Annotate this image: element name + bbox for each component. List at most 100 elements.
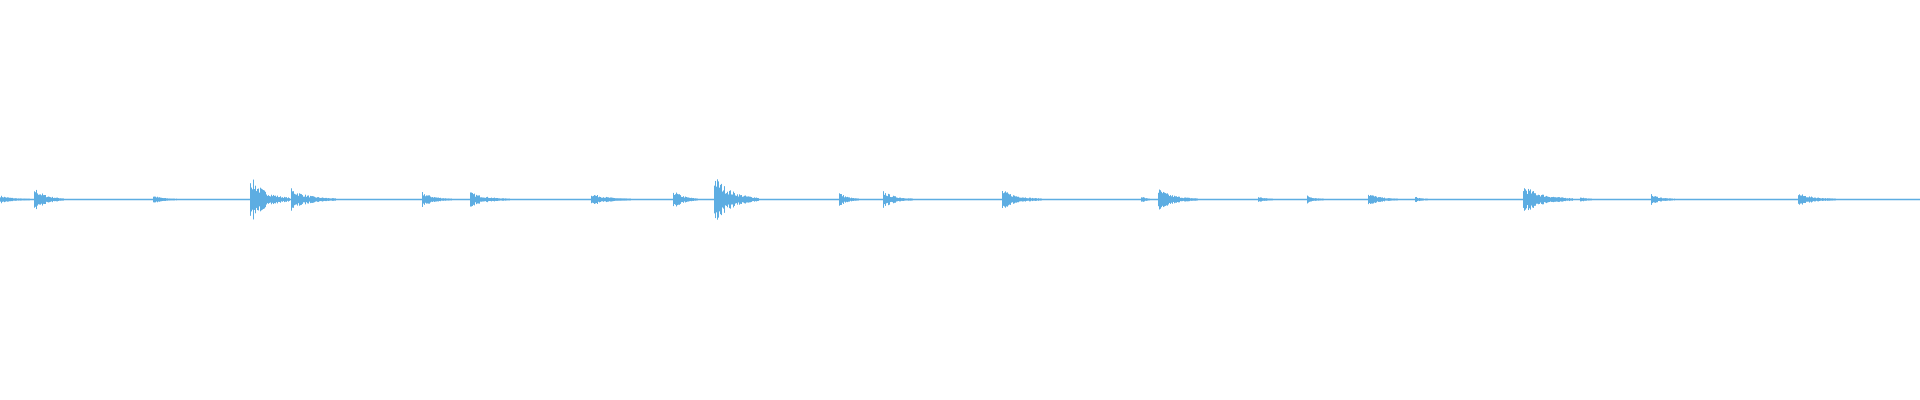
waveform-sample [1588,198,1589,201]
waveform-sample [1825,198,1826,201]
waveform-sample [1270,198,1271,201]
waveform-sample [1144,197,1145,202]
waveform-sample [1378,197,1379,202]
waveform-sample [10,197,11,202]
waveform-sample [1374,196,1375,203]
waveform-sample [431,197,432,202]
waveform-sample [690,197,691,202]
waveform-sample [1148,198,1149,201]
waveform-sample [313,196,314,203]
waveform-sample [264,190,265,209]
waveform-sample [1547,196,1548,203]
waveform-sample [1811,196,1812,203]
waveform-sample [269,196,270,203]
waveform-sample [433,197,434,202]
waveform-sample [1672,198,1673,201]
waveform-sample [262,189,263,210]
waveform-sample [497,197,498,202]
waveform-sample [496,197,497,202]
waveform-sample [158,197,159,202]
waveform-sample [56,197,57,202]
waveform-sample [1541,195,1542,204]
waveform-sample [715,180,716,219]
waveform-sample [1311,197,1312,202]
waveform-sample [1169,196,1170,203]
waveform-sample [422,192,423,207]
waveform-sample [15,198,16,201]
waveform-sample [893,195,894,204]
waveform-sample [675,194,676,205]
waveform-sample [12,197,13,202]
waveform-sample [1263,198,1264,201]
waveform-sample [904,198,905,201]
waveform-sample [164,198,165,201]
waveform-sample [53,198,54,201]
waveform-sample [432,197,433,202]
waveform-sample [1816,198,1817,201]
waveform-sample [1194,198,1195,201]
waveform-sample [611,197,612,202]
waveform-sample [272,196,273,203]
waveform-sample [1386,198,1387,201]
waveform-sample [890,196,891,203]
waveform-sample [599,196,600,203]
waveform-sample [18,198,19,201]
waveform-sample [1667,198,1668,201]
waveform-sample [22,198,23,201]
waveform-sample [1185,197,1186,202]
waveform-sample [44,195,45,204]
waveform-sample [275,195,276,204]
waveform-sample [322,197,323,202]
waveform-sample [1564,197,1565,202]
waveform-sample [1141,197,1142,202]
waveform-sample [1664,198,1665,201]
waveform-sample [440,197,441,202]
waveform-sample [1034,198,1035,201]
waveform-sample [622,198,623,201]
waveform-sample [1261,197,1262,202]
waveform-sample [694,198,695,201]
waveform-sample [899,197,900,202]
waveform-sample [908,198,909,201]
waveform-sample [252,189,253,210]
waveform-sample [292,191,293,208]
waveform-sample [1030,197,1031,202]
waveform-sample [1145,198,1146,201]
waveform-sample [1538,194,1539,205]
waveform-sample [623,198,624,201]
waveform-sample [909,198,910,201]
waveform-sample [1012,196,1013,203]
waveform-sample [1146,198,1147,201]
waveform-sample [174,198,175,201]
waveform-sample [740,195,741,204]
waveform-sample [161,197,162,202]
waveform-sample [170,198,171,201]
waveform-sample [473,194,474,205]
waveform-sample [628,198,629,201]
waveform-sample [428,195,429,204]
waveform-sample [1801,195,1802,204]
waveform-sample [1821,198,1822,201]
waveform-sample [593,195,594,204]
waveform-sample [1416,196,1417,203]
waveform-sample [1038,198,1039,201]
waveform-sample [618,198,619,201]
waveform-sample [1262,198,1263,201]
waveform-sample [327,198,328,201]
waveform-sample [1013,195,1014,204]
waveform-sample [55,197,56,202]
waveform-sample [1023,197,1024,202]
waveform-sample [620,198,621,201]
waveform-sample [1260,197,1261,202]
waveform-sample [693,197,694,202]
waveform-sample [1,195,2,204]
waveform-sample [1423,198,1424,201]
waveform-sample [45,194,46,205]
waveform-sample [301,194,302,205]
waveform-sample [630,198,631,201]
waveform-sample [752,197,753,202]
waveform-sample [1308,196,1309,203]
waveform-sample [843,195,844,204]
